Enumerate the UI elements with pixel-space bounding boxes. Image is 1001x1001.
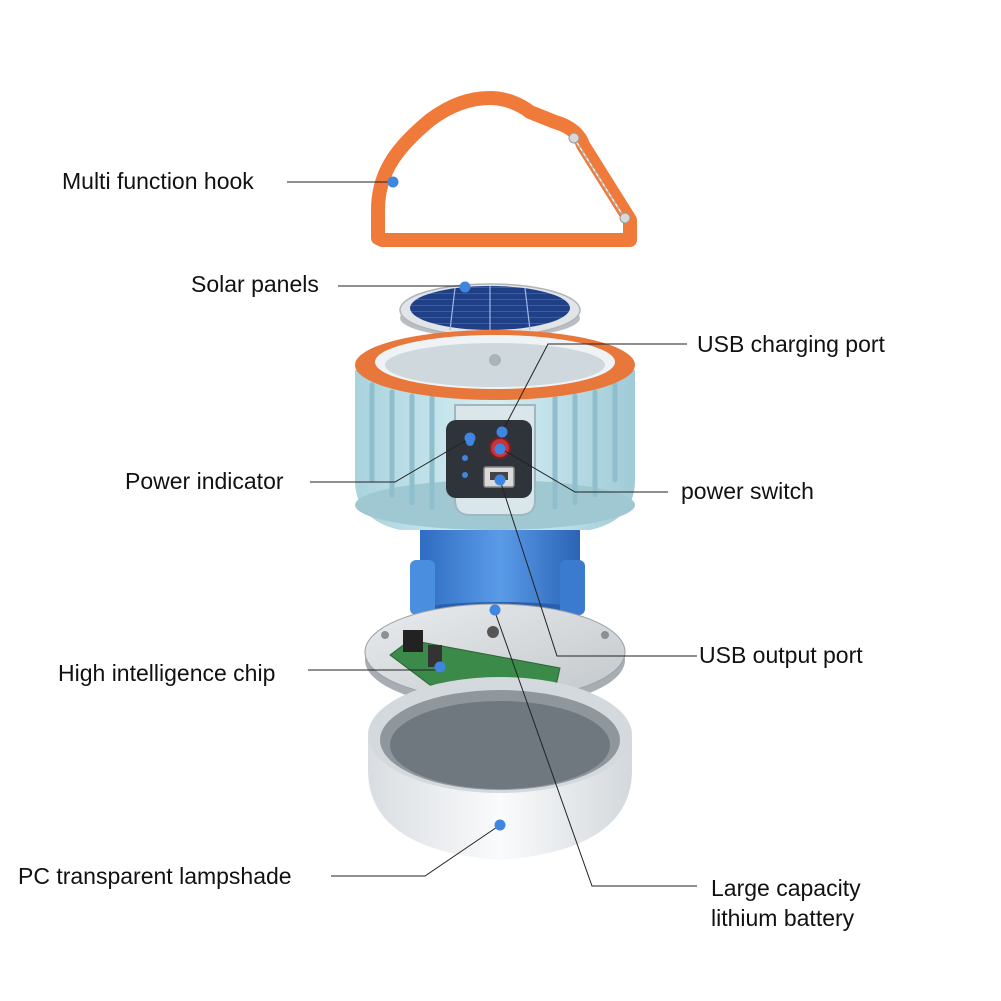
solar-panel-illustration bbox=[399, 283, 581, 338]
label-high-intelligence-chip: High intelligence chip bbox=[58, 660, 276, 686]
leader-power-switch bbox=[499, 447, 668, 493]
label-lithium-battery: lithium battery bbox=[711, 905, 855, 931]
leader-usb-output bbox=[499, 479, 697, 657]
marker-dot-power-indicator bbox=[464, 432, 476, 444]
leader-power-indicator bbox=[310, 437, 471, 483]
label-usb-output-port: USB output port bbox=[699, 642, 863, 668]
label-large-capacity: Large capacity bbox=[711, 875, 861, 901]
label-pc-transparent-lampshade: PC transparent lampshade bbox=[18, 863, 292, 889]
leader-lampshade bbox=[331, 824, 501, 877]
marker-dot-battery bbox=[489, 604, 501, 616]
hook-illustration bbox=[371, 91, 637, 247]
marker-dot-hook bbox=[387, 176, 399, 188]
marker-dot-power-switch bbox=[494, 443, 506, 455]
marker-dot-chip bbox=[434, 661, 446, 673]
marker-dot-usb-charging bbox=[496, 426, 508, 438]
marker-dot-solar bbox=[459, 281, 471, 293]
leader-battery bbox=[494, 611, 697, 887]
leader-usb-charging bbox=[501, 343, 687, 433]
marker-dots bbox=[387, 176, 508, 831]
marker-dot-usb-output bbox=[494, 474, 506, 486]
marker-dot-lampshade bbox=[494, 819, 506, 831]
label-usb-charging-port: USB charging port bbox=[697, 331, 885, 357]
label-solar-panels: Solar panels bbox=[191, 271, 319, 297]
label-multi-function-hook: Multi function hook bbox=[62, 168, 254, 194]
lantern-body-illustration bbox=[355, 330, 635, 530]
label-power-indicator: Power indicator bbox=[125, 468, 284, 494]
label-power-switch: power switch bbox=[681, 478, 814, 504]
lampshade-illustration bbox=[368, 677, 632, 860]
leader-lines bbox=[287, 181, 697, 887]
